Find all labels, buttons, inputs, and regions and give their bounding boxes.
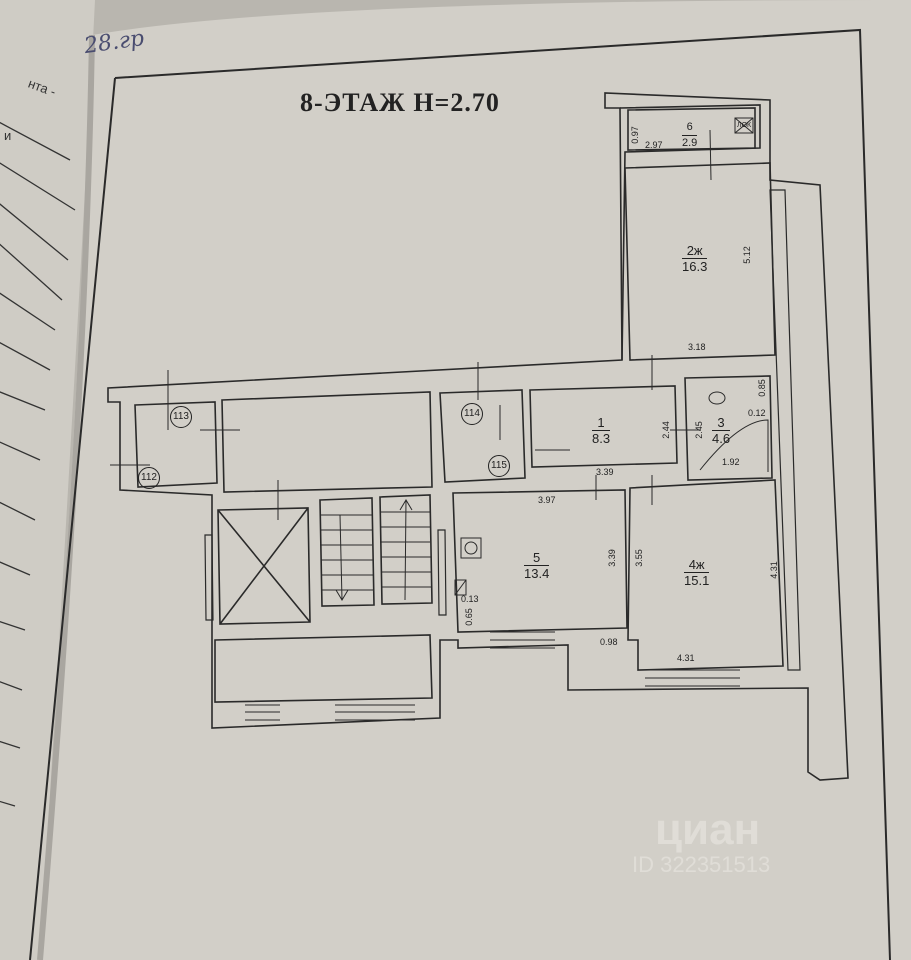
dim-balcony-width: 2.97: [645, 140, 663, 150]
dim-r5-width: 3.97: [538, 495, 556, 505]
dim-r4-left: 3.55: [633, 549, 644, 567]
left-page-text: и: [4, 128, 12, 143]
page-title: 8-ЭТАЖ H=2.70: [300, 88, 500, 117]
dim-r5-height: 3.39: [606, 549, 617, 567]
dim-r4-right: 4.31: [768, 561, 779, 579]
dim-r3-b: 0.12: [748, 408, 766, 418]
shaft-115: 115: [488, 455, 510, 477]
watermark-id: ID 322351513: [632, 852, 771, 877]
dim-r4-bottom: 4.31: [677, 653, 695, 663]
shaft-114: 114: [461, 403, 483, 425]
dim-r5-b: 0.65: [463, 608, 474, 626]
dim-r5-a: 0.13: [461, 594, 479, 604]
balcony-tag: ЛОК: [737, 122, 752, 129]
dim-r2-length: 5.12: [741, 246, 752, 264]
dim-r2-width: 3.18: [688, 342, 706, 352]
dim-r1-width: 3.39: [596, 467, 614, 477]
dim-r3-height: 2.45: [693, 421, 704, 439]
dim-r4-step: 0.98: [600, 637, 618, 647]
dim-r3-a: 0.85: [756, 379, 767, 397]
shaft-113: 113: [170, 406, 192, 428]
dim-balcony-depth: 0.97: [629, 126, 640, 144]
dim-r3-width: 1.92: [722, 457, 740, 467]
watermark-brand: циан: [655, 805, 761, 854]
shaft-112: 112: [138, 467, 160, 489]
dim-r1-height: 2.44: [660, 421, 671, 439]
